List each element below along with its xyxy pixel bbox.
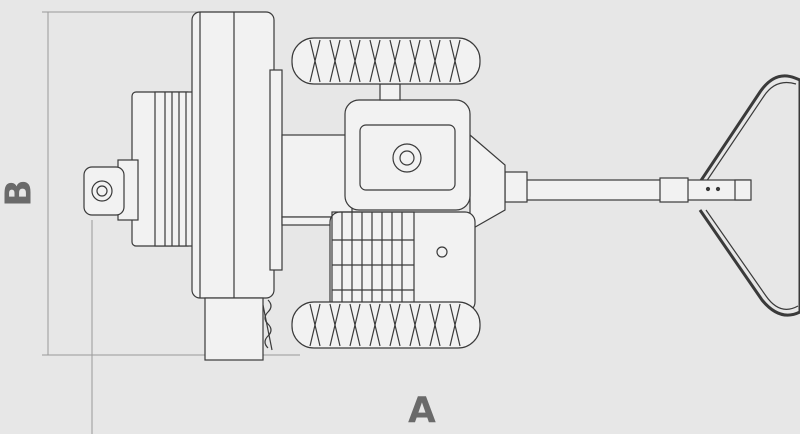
dimension-a-label: A xyxy=(408,390,436,431)
grille-lines xyxy=(332,212,414,312)
dimension-b-label: B xyxy=(0,179,40,207)
handle-loop xyxy=(698,74,800,317)
top-wheel xyxy=(291,37,481,85)
chassis xyxy=(281,134,353,218)
machine-outline xyxy=(83,11,800,361)
bottom-bracket xyxy=(204,297,264,361)
top-wheel-tread xyxy=(309,39,461,83)
bottom-wheel-tread xyxy=(309,303,461,347)
dimension-lines xyxy=(42,11,300,434)
handle-shaft xyxy=(504,179,751,201)
disc-housing xyxy=(191,11,275,299)
bottom-wheel xyxy=(291,301,481,349)
